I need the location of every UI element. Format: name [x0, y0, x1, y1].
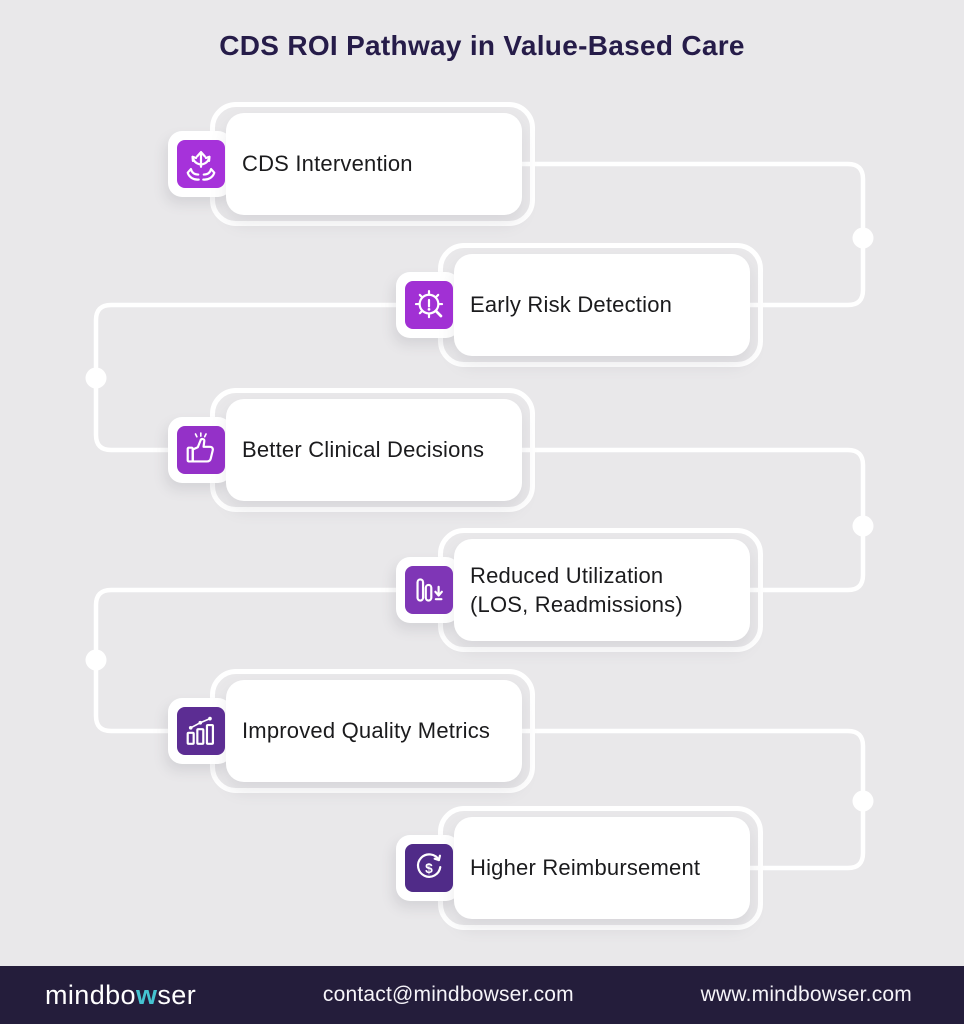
step-card: Reduced Utilization (LOS, Readmissions) [454, 539, 750, 641]
step-card: Early Risk Detection [454, 254, 750, 356]
step-label: Reduced Utilization (LOS, Readmissions) [470, 562, 683, 617]
step-card: Higher Reimbursement [454, 817, 750, 919]
connector-dot [85, 649, 107, 671]
mindbowser-logo: mindbowser [45, 980, 196, 1011]
step-box: CDS Intervention [168, 102, 540, 226]
connector-dot [852, 515, 874, 537]
dollar-refresh-icon: $ [405, 844, 453, 892]
step-box: Reduced Utilization (LOS, Readmissions) [396, 528, 768, 652]
connector-dot [852, 790, 874, 812]
logo-part-prefix: mindbo [45, 979, 136, 1010]
hands-growth-icon [177, 140, 225, 188]
step-label: Higher Reimbursement [470, 855, 701, 881]
footer-website: www.mindbowser.com [700, 983, 912, 1006]
gear-alert-icon [405, 281, 453, 329]
svg-text:$: $ [425, 861, 433, 876]
thumbs-up-icon [177, 426, 225, 474]
footer: mindbowser contact@mindbowser.com www.mi… [0, 966, 964, 1024]
connector-dot [85, 367, 107, 389]
step-label: Better Clinical Decisions [242, 437, 485, 463]
step-label: CDS Intervention [242, 151, 413, 177]
step-label: Early Risk Detection [470, 292, 673, 318]
step-box: Better Clinical Decisions [168, 388, 540, 512]
logo-part-suffix: ser [157, 979, 197, 1010]
step-label: Improved Quality Metrics [242, 718, 491, 744]
connector-dot [852, 227, 874, 249]
bar-chart-decrease-icon [405, 566, 453, 614]
step-box: Higher Reimbursement $ [396, 806, 768, 930]
logo-part-highlight: w [135, 979, 158, 1010]
quality-metrics-icon [177, 707, 225, 755]
page-title: CDS ROI Pathway in Value-Based Care [219, 30, 745, 61]
step-card: Improved Quality Metrics [226, 680, 522, 782]
step-card: CDS Intervention [226, 113, 522, 215]
step-box: Early Risk Detection [396, 243, 768, 367]
footer-email: contact@mindbowser.com [322, 983, 574, 1006]
step-card: Better Clinical Decisions [226, 399, 522, 501]
step-box: Improved Quality Metrics [168, 669, 540, 793]
